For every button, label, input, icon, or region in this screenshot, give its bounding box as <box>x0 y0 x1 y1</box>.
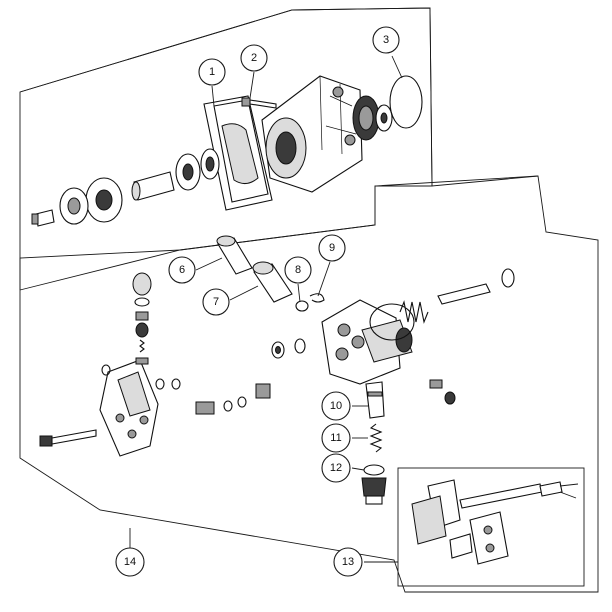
callout-8-label: 8 <box>295 264 301 276</box>
leader-7 <box>229 285 259 301</box>
callout-10: 10 <box>321 391 351 421</box>
callout-12-label: 12 <box>330 462 342 474</box>
callout-13-label: 13 <box>342 556 354 568</box>
drain-plug <box>361 477 387 505</box>
o-ring-small <box>295 300 309 312</box>
check-valve-rings <box>101 364 181 390</box>
check-valve-cartridges <box>195 383 271 415</box>
gear-bearing <box>375 104 393 132</box>
callout-3: 3 <box>372 26 400 54</box>
pump-subgroup-boundary <box>19 175 539 290</box>
seal-assembly <box>252 261 293 303</box>
pressure-switch-kit <box>411 479 579 565</box>
callout-6: 6 <box>168 256 196 284</box>
shaft-bearing <box>175 148 220 191</box>
rod-end-cap <box>501 268 515 288</box>
head-bolt <box>39 429 97 447</box>
callout-13: 13 <box>333 547 363 577</box>
piston <box>216 235 253 275</box>
callout-14: 14 <box>115 547 145 577</box>
check-spring <box>369 423 383 453</box>
gearbox-housing <box>261 75 363 193</box>
gear <box>352 95 380 141</box>
manifold-o-ring <box>369 303 415 341</box>
leader-12 <box>351 467 365 471</box>
set-screw <box>31 209 55 227</box>
callout-7: 7 <box>202 288 230 316</box>
coupling <box>59 177 123 225</box>
shaft <box>131 171 175 201</box>
callout-10-label: 10 <box>330 400 342 412</box>
callout-8: 8 <box>284 256 312 284</box>
callout-7-label: 7 <box>213 296 219 308</box>
leader-9 <box>317 261 331 297</box>
callout-1: 1 <box>198 58 226 86</box>
callout-11-label: 11 <box>330 432 341 444</box>
pump-head <box>99 359 159 457</box>
leader-6 <box>195 257 223 271</box>
callout-14-label: 14 <box>124 556 136 568</box>
callout-11: 11 <box>321 423 351 453</box>
callout-6-label: 6 <box>179 264 185 276</box>
unloader-valve-stack <box>132 272 152 365</box>
callout-9-label: 9 <box>329 242 335 254</box>
spring <box>399 300 429 324</box>
leader-3 <box>391 55 403 79</box>
callout-2-label: 2 <box>251 52 257 64</box>
outlet-fitting <box>365 381 385 419</box>
check-o-ring <box>363 464 385 476</box>
callout-12: 12 <box>321 453 351 483</box>
manifold-washers <box>271 338 306 359</box>
adapter-plate <box>203 95 273 211</box>
bolt <box>241 97 277 109</box>
callout-2: 2 <box>240 44 268 72</box>
leader-8 <box>297 283 301 303</box>
plunger-rod <box>437 283 491 305</box>
callout-9: 9 <box>318 234 346 262</box>
callout-3-label: 3 <box>383 34 389 46</box>
bleed-screw <box>429 379 456 405</box>
leader-1 <box>211 85 215 107</box>
pump-manifold <box>321 299 413 385</box>
kit-13-box <box>397 467 585 587</box>
o-ring-large <box>389 75 423 129</box>
leader-2 <box>249 71 255 99</box>
retaining-clip <box>309 293 325 303</box>
callout-1-label: 1 <box>209 66 215 78</box>
